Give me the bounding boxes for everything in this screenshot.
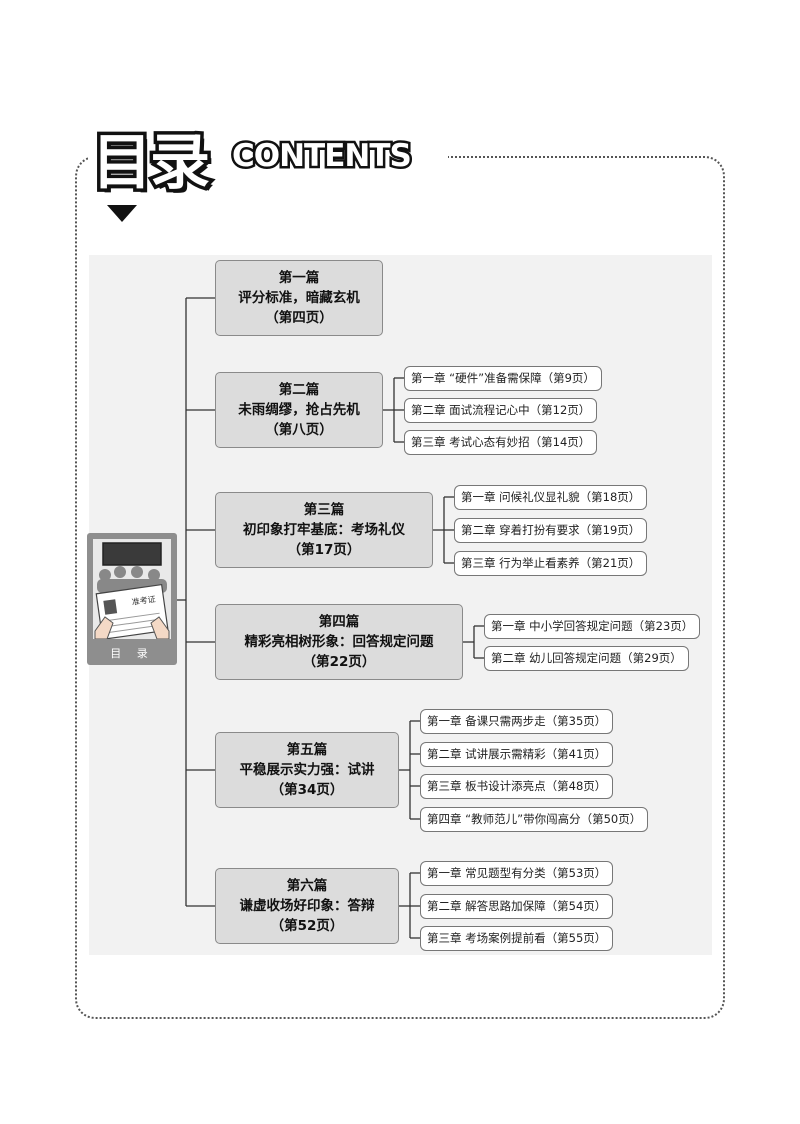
admission-ticket-text: 准考证 [131, 594, 156, 607]
part-2-label: 第二篇 [278, 382, 320, 398]
part-4-title: 精彩亮相树形象：回答规定问题 [244, 634, 434, 650]
part-5-chapter-3: 第三章 板书设计添亮点（第48页） [420, 774, 614, 799]
part-1-box: 第一篇 评分标准，暗藏玄机 （第四页） [215, 260, 383, 336]
part-3-chapter-1: 第一章 问候礼仪显礼貌（第18页） [454, 485, 648, 510]
classroom-illustration: 准考证 [93, 539, 171, 639]
part-3-chapter-2: 第二章 穿着打扮有要求（第19页） [454, 518, 648, 543]
part-5-page: （第34页） [270, 782, 344, 798]
cover-thumbnail: 准考证 目 录 [87, 533, 177, 665]
part-2-box: 第二篇 未雨绸缪，抢占先机 （第八页） [215, 372, 383, 448]
part-4-label: 第四篇 [318, 614, 360, 630]
part-1-title: 评分标准，暗藏玄机 [238, 290, 360, 306]
cover-label: 目 录 [110, 647, 154, 660]
part-6-page: （第52页） [270, 918, 344, 934]
part-6-chapter-3: 第三章 考场案例提前看（第55页） [420, 926, 614, 951]
part-3-box: 第三篇 初印象打牢基底：考场礼仪 （第17页） [215, 492, 433, 568]
part-6-chapter-2: 第二章 解答思路加保障（第54页） [420, 894, 614, 919]
part-4-chapter-1: 第一章 中小学回答规定问题（第23页） [484, 614, 701, 639]
header-background [88, 120, 448, 200]
part-2-chapter-3: 第三章 考试心态有妙招（第14页） [404, 430, 598, 455]
part-2-title: 未雨绸缪，抢占先机 [238, 402, 360, 418]
part-5-chapter-2: 第二章 试讲展示需精彩（第41页） [420, 742, 614, 767]
part-3-chapter-3: 第三章 行为举止看素养（第21页） [454, 551, 648, 576]
classroom-illustration-icon: 准考证 [94, 542, 170, 639]
part-1-label: 第一篇 [278, 270, 320, 286]
part-3-title: 初印象打牢基底：考场礼仪 [243, 522, 405, 538]
part-2-chapter-1: 第一章 “硬件”准备需保障（第9页） [404, 366, 602, 391]
title-en: CONTENTS [230, 136, 415, 177]
part-2-page: （第八页） [265, 422, 333, 438]
part-4-page: （第22页） [302, 654, 376, 670]
part-5-label: 第五篇 [286, 742, 328, 758]
part-1-page: （第四页） [265, 310, 333, 326]
title-zh: 目录 [89, 125, 214, 202]
part-5-chapter-4: 第四章 “教师范儿”带你闯高分（第50页） [420, 807, 649, 832]
triangle-down-icon [107, 205, 137, 222]
part-6-label: 第六篇 [286, 878, 328, 894]
part-2-chapter-2: 第二章 面试流程记心中（第12页） [404, 398, 598, 423]
part-3-page: （第17页） [287, 542, 361, 558]
part-4-box: 第四篇 精彩亮相树形象：回答规定问题 （第22页） [215, 604, 463, 680]
part-5-box: 第五篇 平稳展示实力强：试讲 （第34页） [215, 732, 399, 808]
part-6-chapter-1: 第一章 常见题型有分类（第53页） [420, 861, 614, 886]
part-4-chapter-2: 第二章 幼儿回答规定问题（第29页） [484, 646, 689, 671]
part-3-label: 第三篇 [303, 502, 345, 518]
part-6-box: 第六篇 谦虚收场好印象：答辩 （第52页） [215, 868, 399, 944]
part-6-title: 谦虚收场好印象：答辩 [239, 898, 375, 914]
part-5-title: 平稳展示实力强：试讲 [239, 762, 375, 778]
part-5-chapter-1: 第一章 备课只需两步走（第35页） [420, 709, 614, 734]
